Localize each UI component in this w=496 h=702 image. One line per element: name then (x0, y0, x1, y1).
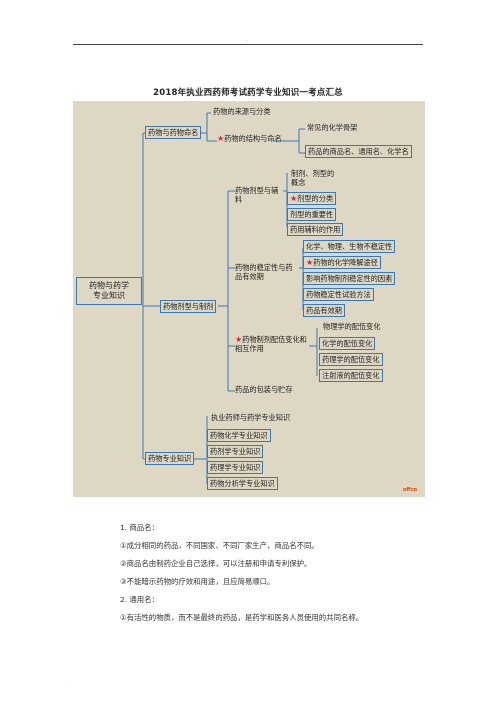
root-node: 药物与药学 专业知识 (76, 277, 142, 305)
item-pharmaceutics-knowledge: 药剂学专业知识 (207, 445, 264, 458)
paragraph-generic-name-1: ①有活性的物质，而不是最终的药品，是药学和医务人员使用的共同名称。 (120, 613, 364, 622)
item-stability-test-methods: 药物稳定性试验方法 (303, 288, 374, 301)
star-icon: ★ (306, 258, 314, 267)
item-degradation-pathways: ★药物的化学降解途径 (303, 256, 381, 269)
node-stability-expiry: 药物的稳定性与药品有效期 (235, 263, 293, 281)
item-chemical-compat: 化学的配伍变化 (319, 337, 376, 350)
section-heading-trade-name: 1. 商品名： (120, 523, 159, 532)
item-chemical-skeleton: 常见的化学骨架 (307, 123, 358, 132)
item-dosage-importance: 剂型的重要性 (287, 208, 337, 221)
item-physical-compat: 物理学的配伍变化 (323, 322, 381, 331)
mind-map: 药物与药学 专业知识 药物与药物命名 药物的来源与分类 ★药物的结构与命名 常见… (73, 101, 425, 497)
star-icon: ★ (235, 335, 243, 344)
footer-mark: . (66, 680, 68, 687)
item-analysis-knowledge: 药物分析学专业知识 (207, 477, 278, 490)
star-icon: ★ (217, 134, 225, 143)
node-compatibility-interaction-label: 药物制剂配伍变化和相互作用 (235, 335, 307, 353)
item-excipient-role: 药用辅料的作用 (287, 223, 344, 236)
node-compatibility-interaction: ★药物制剂配伍变化和相互作用 (235, 335, 311, 353)
paragraph-trade-name-2: ②商品名由制药企业自己选择，可以注册和申请专利保护。 (120, 559, 312, 568)
star-icon: ★ (290, 194, 298, 203)
item-injection-compat: 注射液的配伍变化 (319, 369, 383, 382)
item-expiry-date: 药品有效期 (303, 304, 345, 317)
watermark-logo: offcn (403, 487, 418, 493)
item-degradation-pathways-label: 药物的化学降解途径 (313, 258, 378, 267)
node-dosage-excipients: 药物剂型与辅料 (235, 186, 279, 204)
item-dosage-classification: ★剂型的分类 (287, 192, 337, 205)
section-heading-generic-name: 2. 通用名： (120, 595, 159, 604)
item-pharmacology-knowledge: 药理学专业知识 (207, 461, 264, 474)
header-mark: . (246, 36, 248, 43)
node-packaging-storage: 药品的包装与贮存 (235, 385, 293, 394)
item-pharmacological-compat: 药理学的配伍变化 (319, 353, 383, 366)
item-dosage-classification-label: 剂型的分类 (297, 194, 334, 203)
root-label: 药物与药学 专业知识 (89, 281, 129, 300)
item-instability-types: 化学、物理、生物不稳定性 (303, 240, 396, 253)
branch-drugs-naming: 药物与药物命名 (145, 126, 202, 139)
header-rule (73, 44, 423, 45)
item-stability-factors: 影响药物制剂稳定性的因素 (303, 272, 396, 285)
branch-professional-knowledge: 药物专业知识 (145, 452, 195, 465)
item-drug-names: 药品的商品名、通用名、化学名 (305, 145, 412, 158)
paragraph-trade-name-3: ③不能暗示药物的疗效和用途，且应简易顺口。 (120, 577, 275, 586)
node-drug-structure-naming-label: 药物的结构与命名 (224, 134, 282, 143)
node-drug-structure-naming: ★药物的结构与命名 (217, 134, 282, 143)
item-pharmacist-knowledge: 执业药师与药学专业知识 (211, 413, 291, 422)
item-preparation-concept: 制剂、剂型的概念 (291, 169, 335, 187)
item-med-chem-knowledge: 药物化学专业知识 (207, 429, 271, 442)
paragraph-trade-name-1: ①成分相同的药品，不同国家、不同厂家生产，商品名不同。 (120, 541, 319, 550)
node-drug-source-classification: 药物的来源与分类 (213, 107, 271, 116)
branch-dosage-forms: 药物剂型与制剂 (160, 300, 217, 313)
page-title: 2018年执业西药师考试药学专业知识一考点汇总 (153, 88, 343, 98)
